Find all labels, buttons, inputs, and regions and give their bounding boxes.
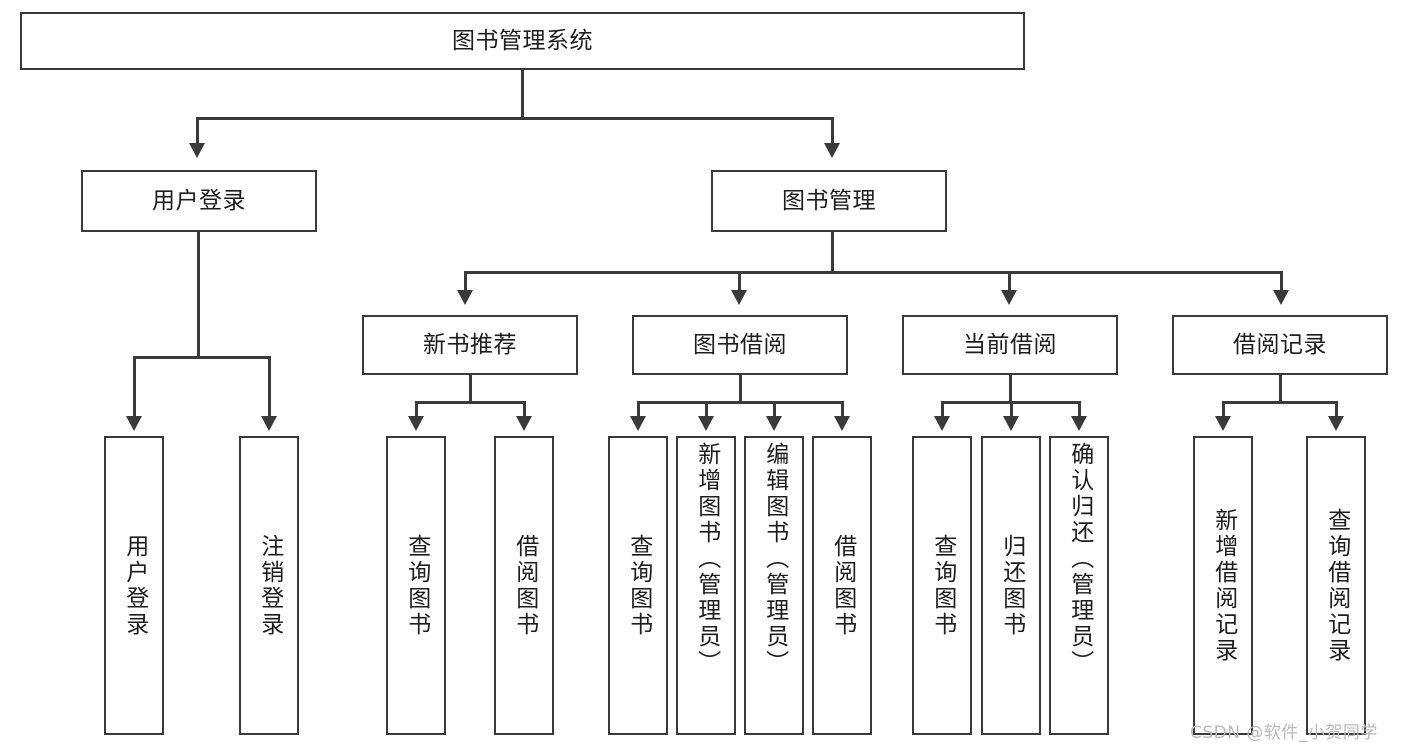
- leaf-label: 归还图书: [998, 533, 1025, 638]
- connector-user-login-to-leaf-1: [133, 356, 136, 418]
- arrow-book-mgmt-to-book-borrow: [731, 290, 747, 305]
- leaf-label: 新增图书（管理员）: [693, 442, 720, 676]
- arrow-borrow-record-to-leaf-1: [1215, 416, 1231, 431]
- connector-root-stem: [521, 70, 524, 118]
- leaf-label: 借阅图书: [511, 533, 538, 638]
- leaf-label: 借阅图书: [829, 533, 856, 638]
- connector-user-login-to-leaf-2: [268, 356, 271, 418]
- connector-borrow-record-bus: [1222, 401, 1337, 404]
- node-borrow-record[interactable]: 借阅记录: [1172, 315, 1388, 375]
- leaf-label: 确认归还（管理员）: [1066, 442, 1093, 676]
- node-label: 用户登录: [152, 187, 246, 214]
- node-label: 新书推荐: [423, 331, 517, 358]
- leaf-confirm-return-admin[interactable]: 确认归还（管理员）: [1049, 436, 1109, 735]
- arrow-book-mgmt-to-current-borrow: [1001, 290, 1017, 305]
- arrow-current-borrow-to-leaf-2: [1003, 416, 1019, 431]
- arrow-current-borrow-to-leaf-1: [934, 416, 950, 431]
- connector-book-borrow-to-leaf-3: [773, 401, 776, 418]
- connector-user-login-bus: [133, 356, 268, 359]
- connector-current-borrow-to-leaf-1: [941, 401, 944, 418]
- arrow-book-borrow-to-leaf-4: [834, 416, 850, 431]
- node-user-login[interactable]: 用户登录: [81, 170, 317, 232]
- connector-new-book-to-leaf-2: [523, 401, 526, 418]
- connector-book-mgmt-to-book-borrow: [738, 271, 741, 292]
- node-new-book-recommend[interactable]: 新书推荐: [362, 315, 578, 375]
- connector-book-mgmt-to-new-book: [464, 271, 467, 292]
- leaf-query-borrow-record[interactable]: 查询借阅记录: [1306, 436, 1366, 735]
- arrow-user-login-to-leaf-2: [261, 416, 277, 431]
- leaf-borrow-book-recommend[interactable]: 借阅图书: [494, 436, 554, 735]
- leaf-label: 用户登录: [121, 533, 148, 638]
- connector-root-bus: [196, 117, 834, 120]
- arrow-current-borrow-to-leaf-3: [1071, 416, 1087, 431]
- connector-book-borrow-stem: [739, 375, 742, 403]
- arrow-borrow-record-to-leaf-2: [1328, 416, 1344, 431]
- leaf-add-borrow-record[interactable]: 新增借阅记录: [1193, 436, 1253, 735]
- arrow-book-borrow-to-leaf-2: [698, 416, 714, 431]
- arrow-book-borrow-to-leaf-3: [766, 416, 782, 431]
- node-current-borrow[interactable]: 当前借阅: [902, 315, 1118, 375]
- connector-book-mgmt-to-borrow-record: [1280, 271, 1283, 292]
- leaf-label: 注销登录: [256, 533, 283, 638]
- arrow-root-to-user-login: [189, 143, 205, 158]
- arrow-book-mgmt-to-borrow-record: [1273, 290, 1289, 305]
- leaf-add-book-admin[interactable]: 新增图书（管理员）: [676, 436, 736, 735]
- connector-book-borrow-to-leaf-2: [705, 401, 708, 418]
- arrow-book-borrow-to-leaf-1: [630, 416, 646, 431]
- node-book-management[interactable]: 图书管理: [711, 170, 947, 232]
- node-label: 当前借阅: [963, 331, 1057, 358]
- connector-book-borrow-to-leaf-4: [841, 401, 844, 418]
- arrow-new-book-to-leaf-2: [516, 416, 532, 431]
- connector-borrow-record-to-leaf-2: [1335, 401, 1338, 418]
- connector-book-mgmt-to-current-borrow: [1008, 271, 1011, 292]
- node-label: 图书管理系统: [452, 27, 593, 54]
- connector-new-book-bus: [415, 401, 525, 404]
- leaf-logout[interactable]: 注销登录: [239, 436, 299, 735]
- leaf-query-book-current[interactable]: 查询图书: [912, 436, 972, 735]
- leaf-label: 查询借阅记录: [1323, 507, 1350, 664]
- leaf-label: 新增借阅记录: [1210, 507, 1237, 664]
- connector-root-to-user-login: [196, 117, 199, 145]
- node-label: 借阅记录: [1233, 331, 1327, 358]
- connector-book-borrow-to-leaf-1: [637, 401, 640, 418]
- leaf-label: 查询图书: [403, 533, 430, 638]
- leaf-return-book[interactable]: 归还图书: [981, 436, 1041, 735]
- leaf-borrow-book[interactable]: 借阅图书: [812, 436, 872, 735]
- connector-user-login-stem: [197, 232, 200, 358]
- connector-root-to-book-mgmt: [831, 117, 834, 145]
- leaf-query-book-recommend[interactable]: 查询图书: [386, 436, 446, 735]
- connector-current-borrow-to-leaf-2: [1010, 401, 1013, 418]
- leaf-query-book-borrow[interactable]: 查询图书: [608, 436, 668, 735]
- node-root-library-system[interactable]: 图书管理系统: [20, 12, 1025, 70]
- connector-current-borrow-stem: [1009, 375, 1012, 403]
- connector-new-book-stem: [469, 375, 472, 403]
- node-label: 图书管理: [782, 187, 876, 214]
- leaf-user-login[interactable]: 用户登录: [104, 436, 164, 735]
- connector-borrow-record-stem: [1279, 375, 1282, 403]
- leaf-label: 查询图书: [929, 533, 956, 638]
- arrow-book-mgmt-to-new-book: [457, 290, 473, 305]
- leaf-edit-book-admin[interactable]: 编辑图书（管理员）: [744, 436, 804, 735]
- connector-borrow-record-to-leaf-1: [1222, 401, 1225, 418]
- connector-new-book-to-leaf-1: [415, 401, 418, 418]
- connector-book-mgmt-stem: [831, 232, 834, 273]
- node-book-borrow[interactable]: 图书借阅: [632, 315, 848, 375]
- node-label: 图书借阅: [693, 331, 787, 358]
- leaf-label: 查询图书: [625, 533, 652, 638]
- connector-current-borrow-to-leaf-3: [1078, 401, 1081, 418]
- csdn-watermark: CSDN @软件_小贺同学: [1190, 723, 1378, 743]
- arrow-root-to-book-mgmt: [824, 143, 840, 158]
- leaf-label: 编辑图书（管理员）: [761, 442, 788, 676]
- connector-book-borrow-bus: [637, 401, 844, 404]
- arrow-user-login-to-leaf-1: [126, 416, 142, 431]
- connector-book-mgmt-bus: [464, 271, 1282, 274]
- arrow-new-book-to-leaf-1: [408, 416, 424, 431]
